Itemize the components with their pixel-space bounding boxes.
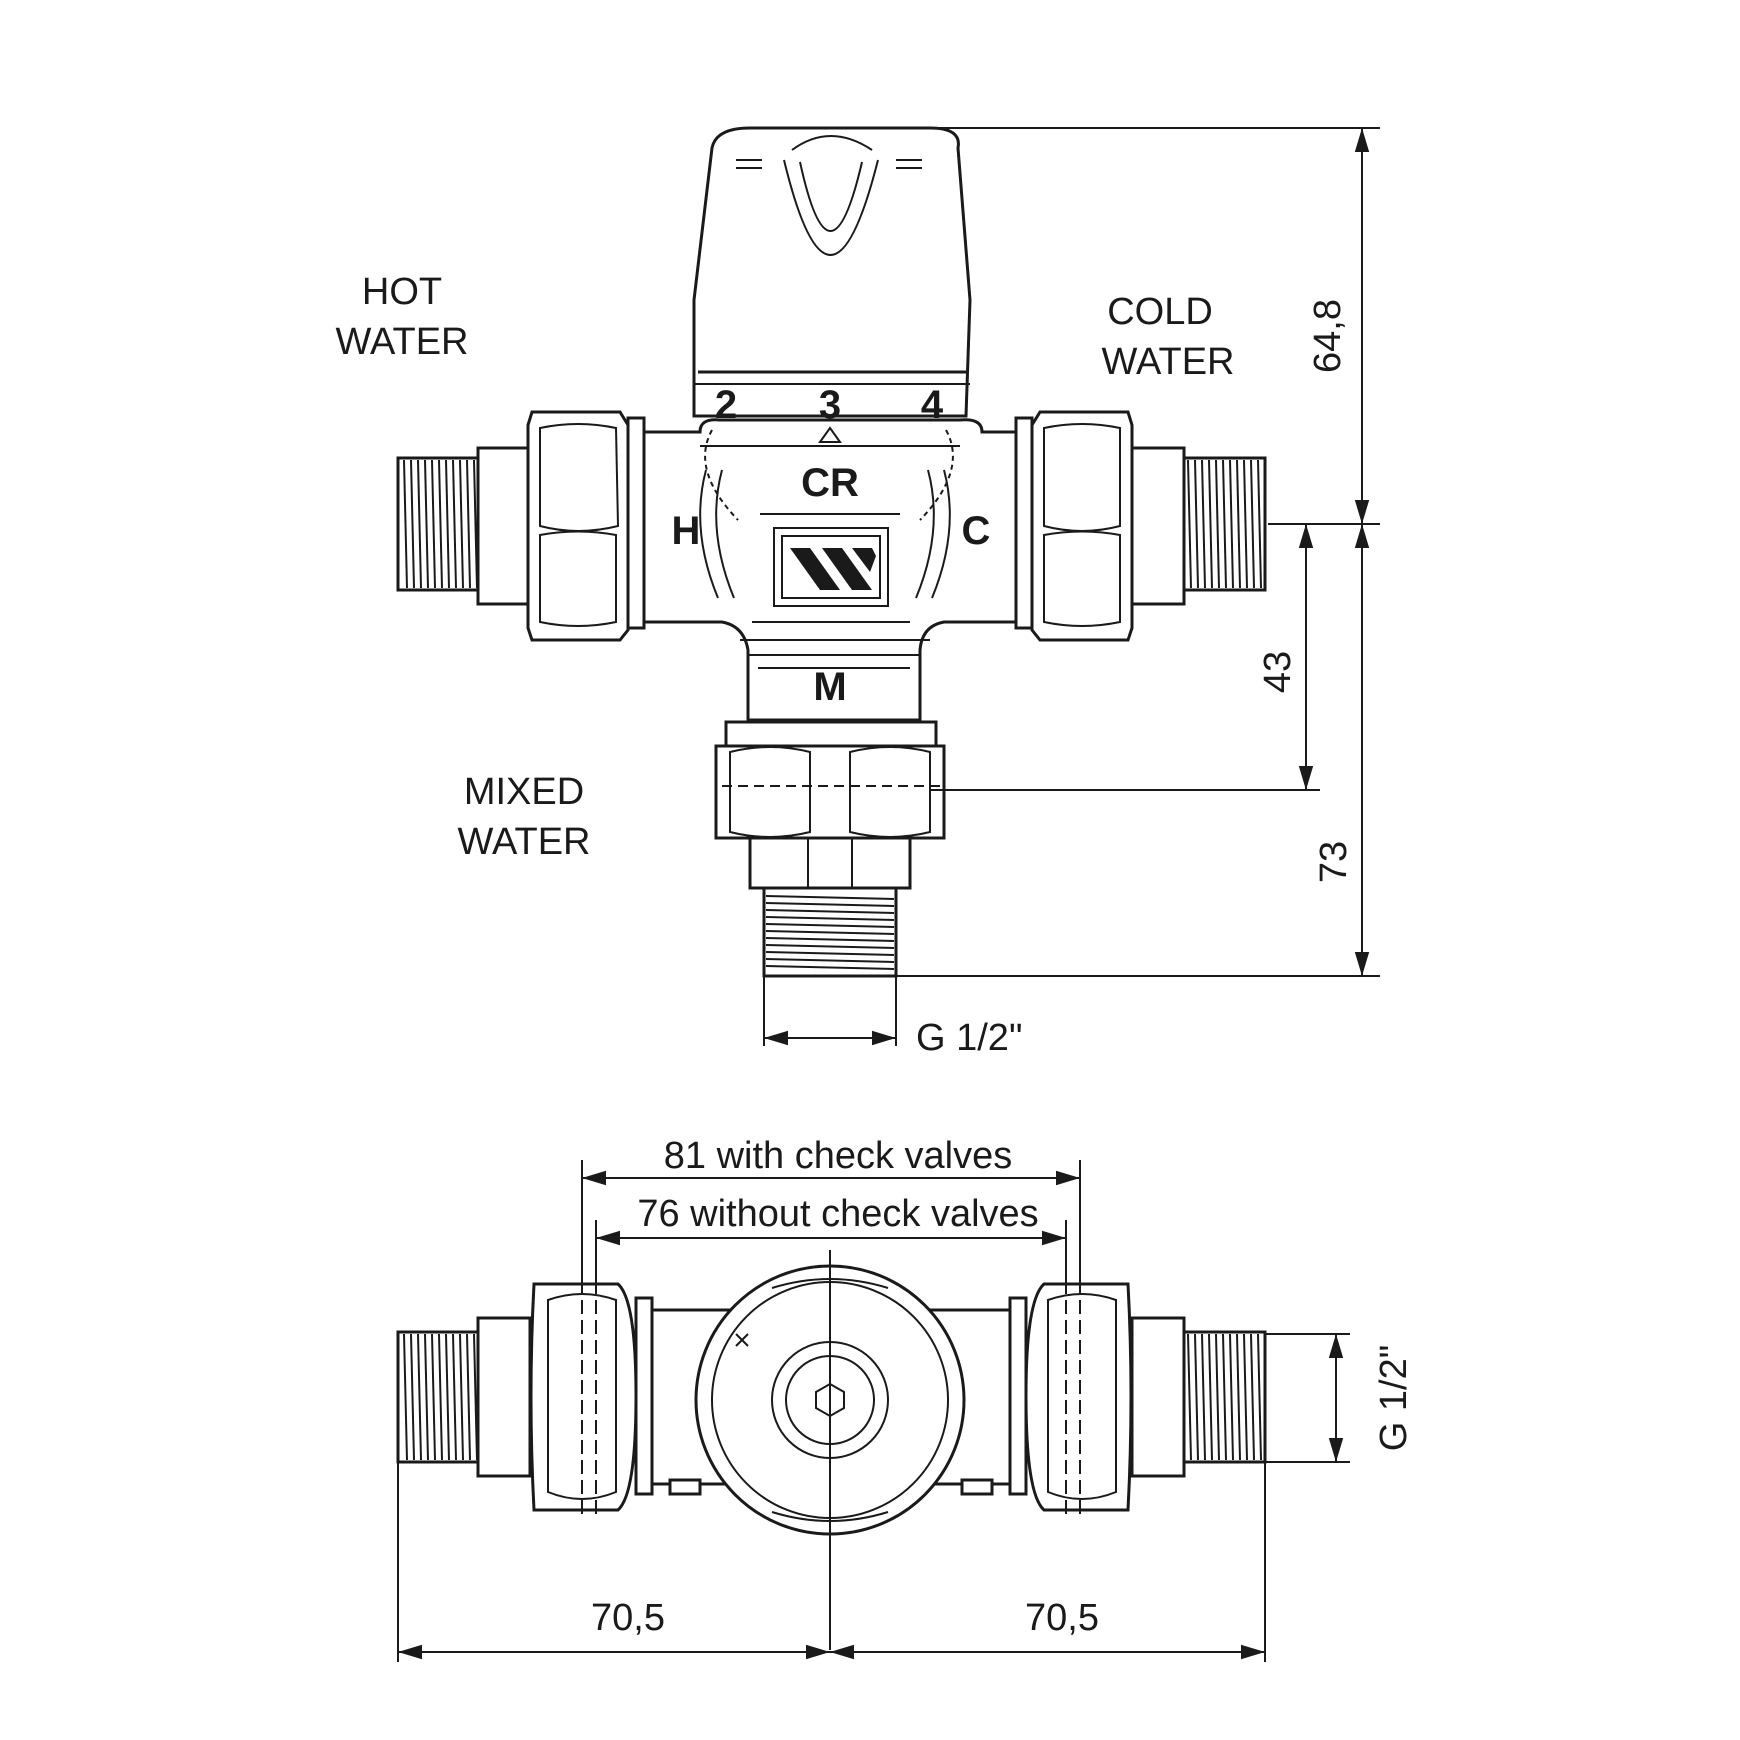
cold-inlet-connector: [1014, 410, 1267, 642]
mixed-outlet-connector: [714, 720, 946, 978]
hot-inlet-connector: [396, 410, 646, 642]
mixed-water-label: MIXED: [464, 771, 584, 813]
mixed-port-mark: M: [813, 665, 846, 709]
hot-water-label: HOT: [362, 271, 442, 313]
approval-mark: CR: [801, 461, 859, 505]
inlet-to-outlet-dimension: 43: [1257, 651, 1299, 693]
scale-mark-3: 3: [819, 383, 841, 427]
half-length-right-dimension: 70,5: [1025, 1597, 1099, 1639]
inlet-to-bottom-dimension: 73: [1313, 841, 1355, 883]
scale-mark-2: 2: [715, 383, 737, 427]
cold-port-mark: C: [962, 509, 991, 553]
top-view: [396, 1250, 1267, 1650]
front-view-dimensions: [763, 127, 1380, 1046]
cap-height-dimension: 64,8: [1307, 299, 1349, 373]
width-without-check-valves: 76 without check valves: [637, 1193, 1038, 1235]
valve-body: [642, 418, 1018, 722]
cold-water-label-2: WATER: [1102, 341, 1235, 383]
inlet-thread-dimension: G 1/2": [1373, 1345, 1415, 1451]
hot-port-mark: H: [672, 509, 701, 553]
brand-logo: [752, 513, 910, 623]
scale-mark-4: 4: [921, 383, 944, 427]
half-length-left-dimension: 70,5: [591, 1597, 665, 1639]
top-view-dimensions: [397, 1160, 1350, 1662]
mixed-water-label-2: WATER: [458, 821, 591, 863]
front-view: CR 2 3 4 H C M: [396, 126, 1267, 978]
outlet-thread-dimension: G 1/2": [916, 1017, 1022, 1059]
width-with-check-valves: 81 with check valves: [664, 1135, 1013, 1177]
hot-water-label-2: WATER: [336, 321, 469, 363]
cold-water-label: COLD: [1107, 291, 1213, 333]
